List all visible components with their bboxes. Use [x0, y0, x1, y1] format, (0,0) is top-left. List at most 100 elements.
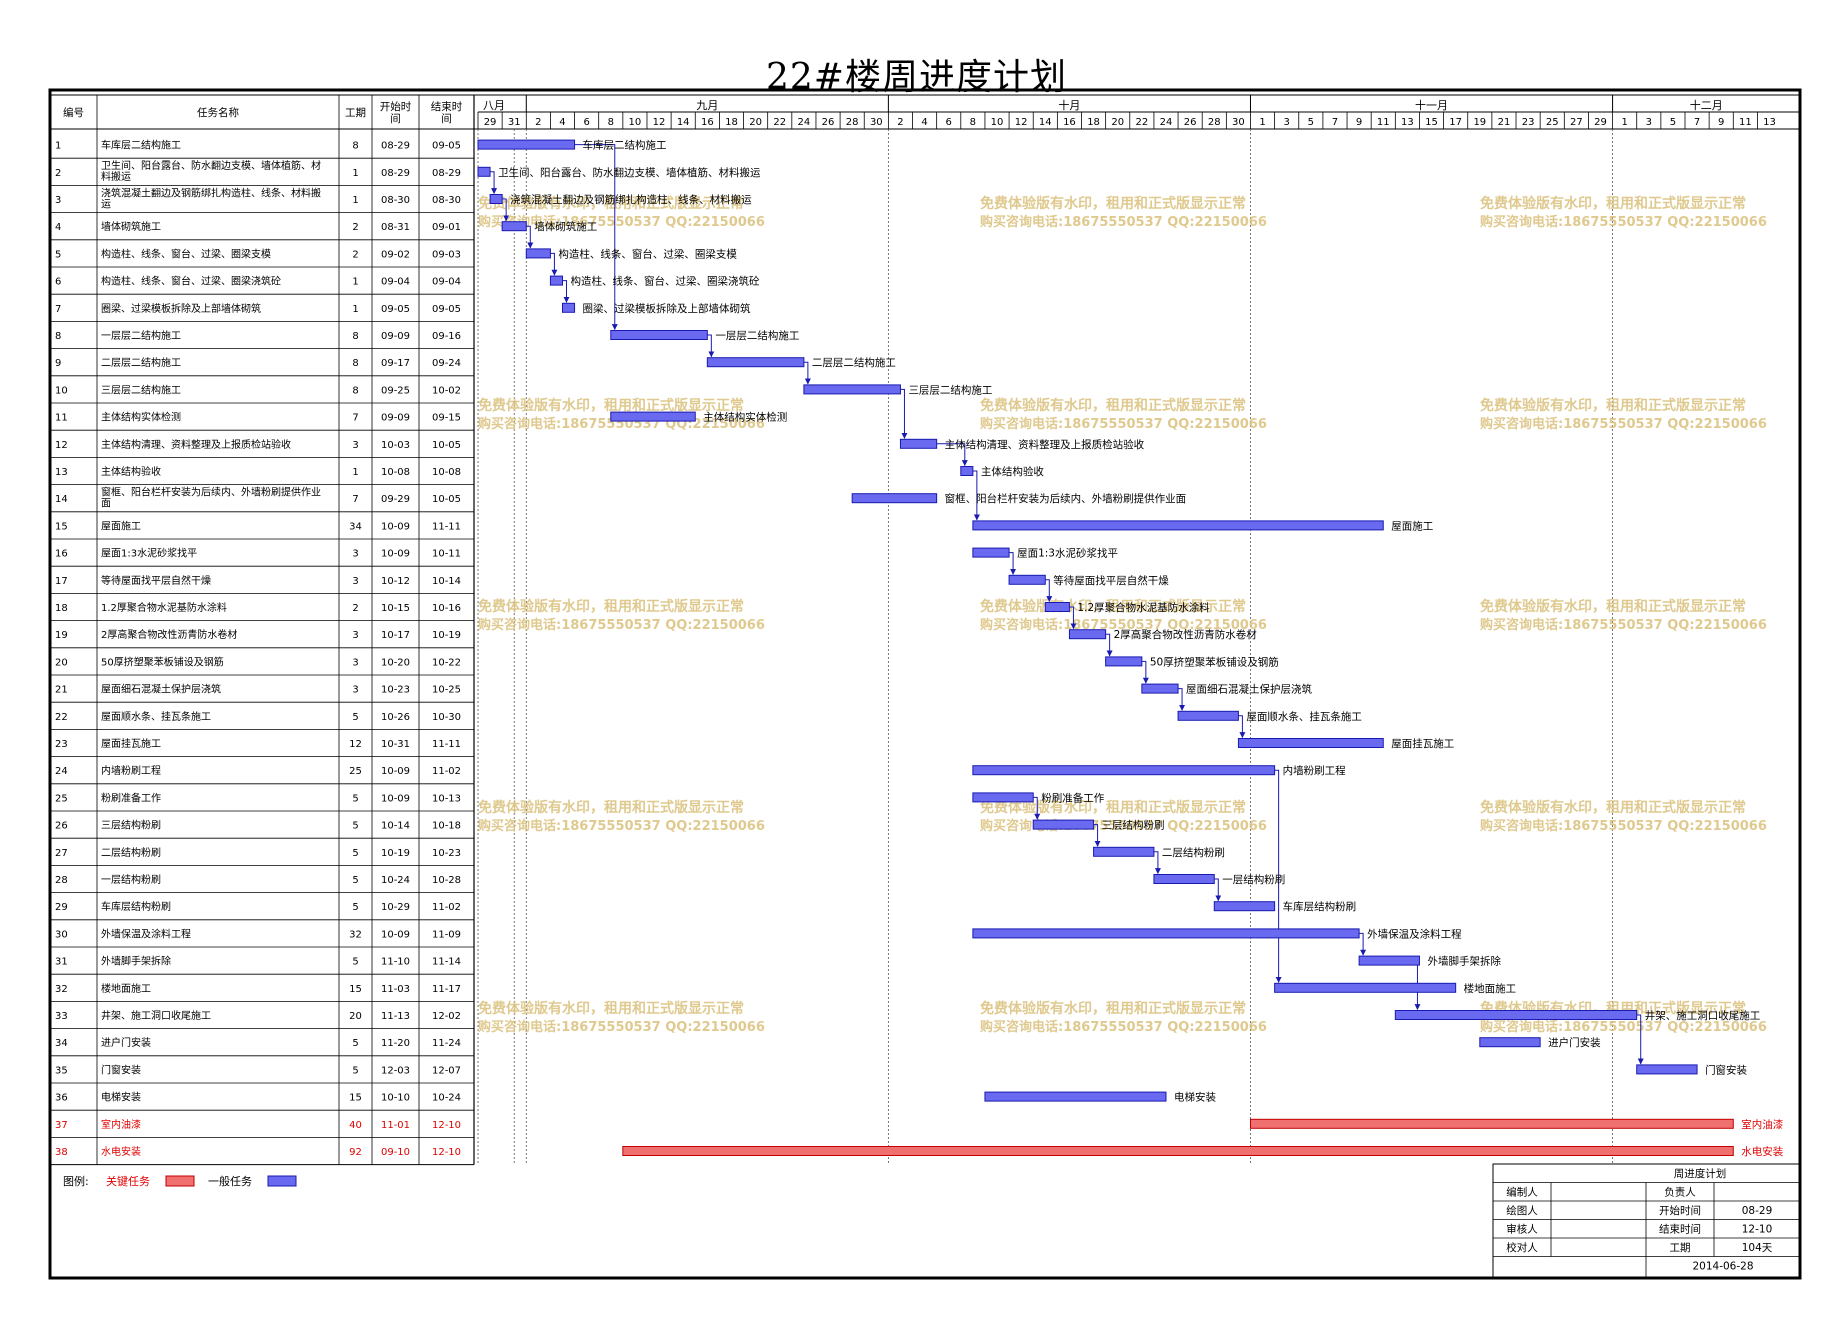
task-bar	[1636, 1064, 1698, 1075]
dependency-arrow	[1009, 552, 1017, 575]
day-tick-label: 6	[583, 117, 589, 128]
task-duration: 34	[349, 521, 362, 532]
task-bar	[525, 248, 551, 259]
info-key: 编制人	[1506, 1186, 1538, 1199]
dependency-arrow	[1238, 715, 1246, 739]
task-end: 09-05	[432, 141, 461, 152]
task-bar	[1044, 602, 1070, 612]
task-id: 1	[55, 141, 61, 152]
bar-label: 构造柱、线条、窗台、过梁、圈梁浇筑砼	[570, 275, 759, 288]
task-id: 29	[55, 902, 68, 913]
day-tick-label: 2	[897, 117, 903, 128]
bar-label: 进户门安装	[1548, 1036, 1601, 1049]
dependency-arrow	[936, 443, 968, 467]
day-tick-label: 13	[1763, 117, 1776, 128]
task-id: 19	[55, 630, 68, 641]
task-duration: 5	[352, 957, 358, 968]
bar-label: 外墙保温及涂料工程	[1367, 927, 1462, 940]
task-name: 圈梁、过梁模板拆除及上部墙体砌筑	[101, 302, 261, 315]
task-duration: 1	[352, 277, 358, 288]
task-name: 三层结构粉刷	[101, 819, 161, 832]
svg-text:免费体验版有水印，租用和正式版显示正常: 免费体验版有水印，租用和正式版显示正常	[478, 397, 744, 414]
dependency-arrow	[1153, 851, 1161, 875]
dependency-arrow	[1105, 633, 1113, 657]
task-start: 10-08	[381, 467, 410, 478]
day-tick-label: 12	[1015, 117, 1028, 128]
dependency-arrow	[1274, 769, 1282, 983]
task-duration: 5	[352, 902, 358, 913]
task-id: 25	[55, 793, 68, 804]
svg-text:购买咨询电话:18675550537 QQ:22150066: 购买咨询电话:18675550537 QQ:22150066	[1480, 416, 1767, 432]
task-start: 09-05	[381, 304, 410, 315]
task-start: 10-17	[381, 630, 410, 641]
bar-label: 1.2厚聚合物水泥基防水涂料	[1077, 601, 1210, 614]
day-tick-label: 2	[535, 117, 541, 128]
svg-text:免费体验版有水印，租用和正式版显示正常: 免费体验版有水印，租用和正式版显示正常	[980, 195, 1246, 212]
day-tick-label: 19	[1473, 117, 1486, 128]
task-start: 10-31	[381, 739, 410, 750]
svg-text:免费体验版有水印，租用和正式版显示正常: 免费体验版有水印，租用和正式版显示正常	[478, 195, 744, 212]
day-tick-label: 17	[1449, 117, 1462, 128]
task-name: 室内油漆	[101, 1118, 141, 1131]
day-tick-label: 1	[1259, 117, 1265, 128]
task-bar	[1274, 982, 1457, 993]
task-end: 11-24	[432, 1038, 461, 1049]
task-end: 10-28	[432, 875, 461, 886]
task-id: 23	[55, 739, 68, 750]
task-duration: 5	[352, 875, 358, 886]
task-start: 10-26	[381, 712, 410, 723]
legend-normal-swatch	[267, 1175, 297, 1187]
day-tick-label: 18	[725, 117, 738, 128]
task-id: 4	[55, 222, 61, 233]
day-tick-label: 28	[1208, 117, 1221, 128]
dependency-arrow	[1033, 796, 1041, 820]
bar-label: 圈梁、过梁模板拆除及上部墙体砌筑	[583, 302, 751, 315]
task-end: 09-16	[432, 331, 461, 342]
day-tick-label: 10	[629, 117, 642, 128]
day-tick-label: 24	[1160, 117, 1173, 128]
svg-text:购买咨询电话:18675550537 QQ:22150066: 购买咨询电话:18675550537 QQ:22150066	[980, 1019, 1267, 1035]
task-name: 50厚挤塑聚苯板铺设及钢筋	[101, 655, 224, 668]
bar-label: 楼地面施工	[1464, 982, 1517, 995]
svg-text:免费体验版有水印，租用和正式版显示正常: 免费体验版有水印，租用和正式版显示正常	[478, 1000, 744, 1017]
day-tick-label: 7	[1694, 117, 1700, 128]
task-end: 10-11	[432, 549, 461, 560]
info-key: 开始时间	[1659, 1204, 1701, 1217]
day-tick-label: 30	[1232, 117, 1245, 128]
task-name: 一层层二结构施工	[101, 329, 181, 342]
task-bar	[1394, 1010, 1638, 1020]
bar-label: 屋面顺水条、挂瓦条施工	[1246, 710, 1362, 723]
day-tick-label: 13	[1401, 117, 1414, 128]
svg-text:购买咨询电话:18675550537 QQ:22150066: 购买咨询电话:18675550537 QQ:22150066	[980, 617, 1267, 633]
task-bar	[1358, 955, 1420, 966]
bar-label: 2厚高聚合物改性沥青防水卷材	[1114, 628, 1258, 641]
svg-text:免费体验版有水印，租用和正式版显示正常: 免费体验版有水印，租用和正式版显示正常	[980, 397, 1246, 414]
task-end: 11-11	[432, 739, 461, 750]
task-name: 主体结构清理、资料整理及上报质检站验收	[101, 438, 291, 451]
info-value: 12-10	[1742, 1224, 1773, 1236]
svg-text:购买咨询电话:18675550537 QQ:22150066: 购买咨询电话:18675550537 QQ:22150066	[980, 214, 1267, 230]
bar-label: 外墙脚手架拆除	[1427, 955, 1501, 968]
task-end: 11-11	[432, 521, 461, 532]
task-duration: 3	[352, 685, 358, 696]
task-id: 7	[55, 304, 61, 315]
svg-text:购买咨询电话:18675550537 QQ:22150066: 购买咨询电话:18675550537 QQ:22150066	[478, 818, 765, 834]
info-title: 周进度计划	[1674, 1167, 1727, 1180]
day-tick-label: 3	[1284, 117, 1290, 128]
bar-label: 车库层结构粉刷	[1283, 900, 1357, 913]
task-bar	[1249, 1118, 1734, 1129]
day-tick-label: 5	[1308, 117, 1314, 128]
day-tick-label: 8	[970, 117, 976, 128]
task-id: 3	[55, 195, 61, 206]
task-name: 卫生间、阳台露台、防水翻边支模、墙体植筋、材料搬运	[101, 159, 321, 183]
month-label: 九月	[696, 99, 718, 112]
